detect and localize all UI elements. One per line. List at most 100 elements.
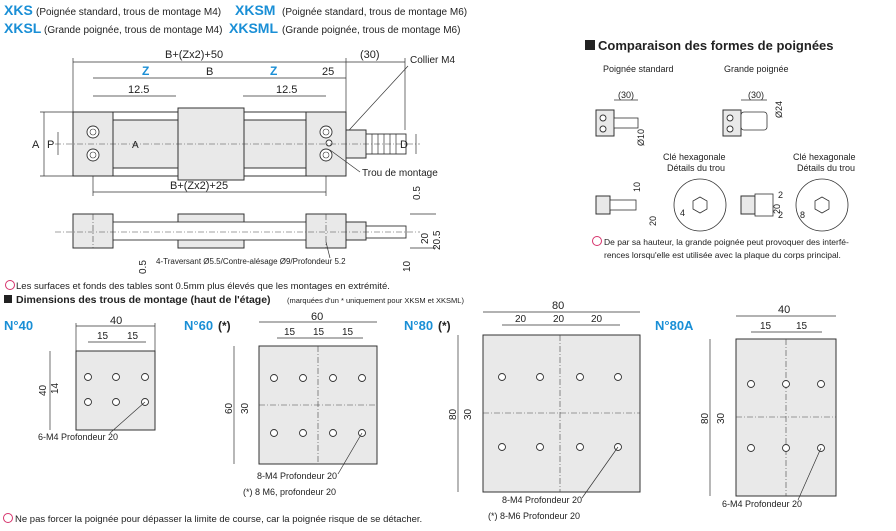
dim-12-5a: 12.5 (128, 84, 149, 96)
v8: 8 (800, 210, 805, 220)
traversant-label: 4-Traversant Ø5.5/Contre-alésage Ø9/Prof… (156, 257, 346, 266)
n40-h1: 40 (38, 384, 49, 396)
big-30: (30) (748, 90, 764, 100)
code-xksl: XKSL (4, 20, 42, 36)
desc-xks: (Poignée standard, trous de montage M4) (36, 7, 221, 18)
n80a-s1: 15 (760, 321, 772, 332)
n80-holes (498, 373, 622, 451)
label-std: Poignée standard (603, 64, 674, 74)
dim-mid-label: B+(Zx2)+25 (170, 180, 228, 192)
square-bullet-icon (585, 40, 595, 50)
note-surface-text: Les surfaces et fonds des tables sont 0.… (16, 281, 390, 292)
plate-n80: N°80 (*) 80 20 20 20 80 30 8-M4 Profonde… (404, 300, 641, 521)
n40-h2: 14 (50, 382, 61, 394)
n60-w: 60 (311, 311, 323, 323)
note-surface: Les surfaces et fonds des tables sont 0.… (5, 280, 390, 292)
plate-n60: N°60 (*) 60 15 15 15 60 30 8-M4 Profonde… (184, 311, 378, 497)
n80a-h1: 80 (700, 412, 711, 424)
plate-n80-star: (*) (438, 319, 451, 333)
n80-h1: 80 (448, 408, 459, 420)
hex1a: Clé hexagonale (663, 152, 726, 162)
label-big: Grande poignée (724, 64, 789, 74)
n80-h2: 30 (463, 408, 474, 420)
code-xksml: XKSML (229, 20, 278, 36)
n60-holes (270, 374, 366, 437)
n40-note: 6-M4 Profondeur 20 (38, 432, 118, 442)
note-icon (3, 513, 13, 523)
main-top-view: B+(Zx2)+50 (30) Collier M4 Z B Z 25 12.5… (32, 49, 455, 200)
v20b: 20 (772, 204, 782, 214)
dim-20-5: 20.5 (432, 230, 443, 250)
trou-label: Trou de montage (362, 168, 438, 179)
dim-b: B (206, 66, 213, 78)
n60-h1: 60 (224, 402, 235, 414)
v10: 10 (632, 182, 642, 192)
n80-s1: 20 (515, 314, 527, 325)
n60-note1: 8-M4 Profondeur 20 (257, 471, 337, 481)
dim-25: 25 (322, 66, 334, 78)
n80-note1: 8-M4 Profondeur 20 (502, 495, 582, 505)
plate-n80a-title: N°80A (655, 318, 694, 333)
dim-d: D (400, 139, 408, 151)
code-xksm: XKSM (235, 2, 275, 18)
n60-h2: 30 (240, 402, 251, 414)
dim-p: P (47, 139, 54, 151)
desc-xksm: (Poignée standard, trous de montage M6) (282, 7, 467, 18)
n60-s2: 15 (313, 327, 325, 338)
v4: 4 (680, 208, 685, 218)
comparison-section: Comparaison des formes de poignées Poign… (585, 38, 856, 260)
section-dims-title-text: Dimensions des trous de montage (haut de… (16, 294, 271, 306)
plate-n60-title: N°60 (184, 318, 213, 333)
section-dims-title: Dimensions des trous de montage (haut de… (4, 294, 464, 306)
hex2a: Clé hexagonale (793, 152, 856, 162)
v2a: 2 (778, 190, 783, 200)
hex-key-icon (814, 196, 830, 214)
n80-note2: (*) 8-M6 Profondeur 20 (488, 511, 580, 521)
hex1b: Détails du trou (667, 163, 725, 173)
dim-total-label: B+(Zx2)+50 (165, 49, 223, 61)
note-icon (5, 280, 15, 290)
dim-0-5b: 0.5 (138, 260, 149, 274)
square-bullet-icon (4, 295, 12, 303)
dim-a-left: A (32, 139, 40, 151)
dim-z1: Z (142, 64, 149, 78)
desc-xksml: (Grande poignée, trous de montage M6) (282, 25, 460, 36)
section-dims-subtitle: (marquées d'un * uniquement pour XKSM et… (287, 296, 464, 305)
n80-s3: 20 (591, 314, 603, 325)
dim-30-label: (30) (360, 49, 380, 61)
n80a-h2: 30 (716, 412, 727, 424)
n80a-s2: 15 (796, 321, 808, 332)
interf-line2: rences lorsqu'elle est utilisée avec la … (604, 250, 841, 260)
desc-xksl: (Grande poignée, trous de montage M4) (44, 25, 222, 36)
hex-key-icon (692, 196, 708, 214)
interf-line1: De par sa hauteur, la grande poignée peu… (604, 237, 849, 247)
std-30: (30) (618, 90, 634, 100)
n80-w: 80 (552, 300, 564, 312)
header: XKS (Poignée standard, trous de montage … (4, 2, 467, 36)
dim-a-inner: A (132, 140, 139, 151)
n40-s2: 15 (127, 331, 139, 342)
n80a-w: 40 (778, 304, 790, 316)
dim-20: 20 (420, 232, 431, 244)
comparison-title: Comparaison des formes de poignées (598, 38, 834, 53)
n80a-note: 6-M4 Profondeur 20 (722, 499, 802, 509)
plate-n40: N°40 40 15 15 40 14 6-M4 Profondeur 20 (4, 315, 156, 442)
plate-n60-star: (*) (218, 319, 231, 333)
note-force: Ne pas forcer la poignée pour dépasser l… (3, 513, 422, 525)
dim-z2: Z (270, 64, 277, 78)
n60-s3: 15 (342, 327, 354, 338)
dim-10: 10 (402, 260, 413, 272)
n80-s2: 20 (553, 314, 565, 325)
collier-label: Collier M4 (410, 55, 455, 66)
std-d10: Ø10 (636, 129, 646, 146)
note-force-text: Ne pas forcer la poignée pour dépasser l… (15, 514, 422, 525)
dim-0-5: 0.5 (412, 186, 423, 200)
v2b: 2 (778, 210, 783, 220)
n40-s1: 15 (97, 331, 109, 342)
main-side-view: 20 20.5 10 0.5 4-Traversant Ø5.5/Contre-… (55, 213, 443, 274)
plate-n80a: N°80A 40 15 15 80 30 6-M4 Profondeur 20 (655, 304, 837, 509)
dim-12-5b: 12.5 (276, 84, 297, 96)
plate-n40-title: N°40 (4, 318, 33, 333)
big-d24: Ø24 (774, 101, 784, 118)
